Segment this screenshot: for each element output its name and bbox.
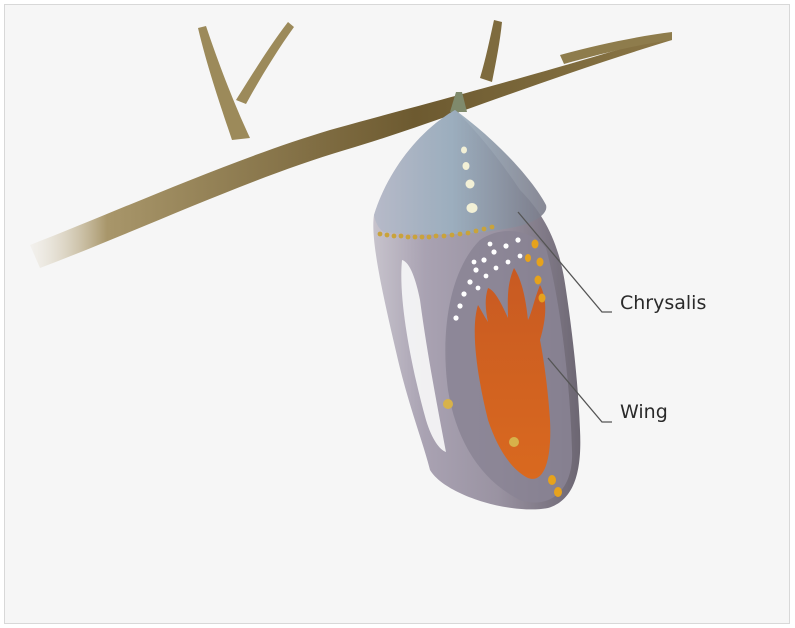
chrysalis-label: Chrysalis (620, 292, 706, 314)
branch (30, 20, 672, 268)
wing-label: Wing (620, 401, 668, 423)
chrysalis (373, 92, 580, 509)
